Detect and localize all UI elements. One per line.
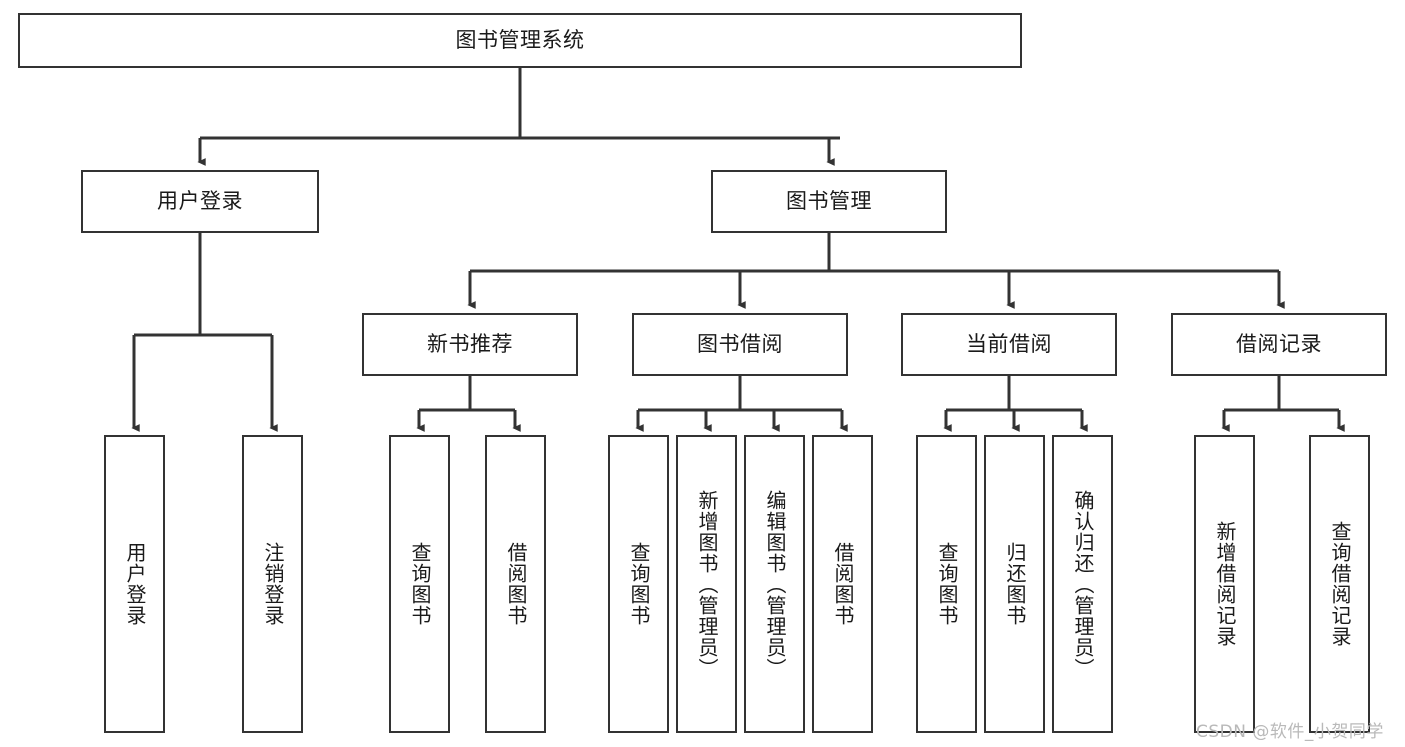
watermark-text: CSDN @软件_小贺同学 xyxy=(1196,722,1384,742)
node-label: 图书管理 xyxy=(786,188,872,213)
node-label: 当前借阅 xyxy=(966,331,1052,356)
node-label: 归还图书 xyxy=(1003,542,1027,626)
node-new-book-recommend[interactable]: 新书推荐 xyxy=(362,313,578,376)
leaf-add-borrow-record[interactable]: 新增借阅记录 xyxy=(1194,435,1255,733)
leaf-borrow-book[interactable]: 借阅图书 xyxy=(812,435,873,733)
node-current-borrow[interactable]: 当前借阅 xyxy=(901,313,1117,376)
node-label: 借阅记录 xyxy=(1236,331,1322,356)
node-label: 借阅图书 xyxy=(831,542,855,626)
node-label: 确认归还（管理员） xyxy=(1071,489,1095,679)
node-label: 查询借阅记录 xyxy=(1328,521,1352,647)
node-label: 新增借阅记录 xyxy=(1213,521,1237,647)
node-label: 借阅图书 xyxy=(504,542,528,626)
leaf-edit-book-admin[interactable]: 编辑图书（管理员） xyxy=(744,435,805,733)
leaf-confirm-return-admin[interactable]: 确认归还（管理员） xyxy=(1052,435,1113,733)
leaf-add-book-admin[interactable]: 新增图书（管理员） xyxy=(676,435,737,733)
leaf-query-book-borrow[interactable]: 查询图书 xyxy=(608,435,669,733)
leaf-query-borrow-record[interactable]: 查询借阅记录 xyxy=(1309,435,1370,733)
leaf-user-login[interactable]: 用户登录 xyxy=(104,435,165,733)
node-label: 图书管理系统 xyxy=(455,27,585,52)
node-label: 新增图书（管理员） xyxy=(695,489,719,679)
node-label: 注销登录 xyxy=(261,542,285,626)
leaf-logout[interactable]: 注销登录 xyxy=(242,435,303,733)
leaf-return-book[interactable]: 归还图书 xyxy=(984,435,1045,733)
node-label: 图书借阅 xyxy=(697,331,783,356)
leaf-query-book-current[interactable]: 查询图书 xyxy=(916,435,977,733)
node-label: 查询图书 xyxy=(627,542,651,626)
node-book-borrow[interactable]: 图书借阅 xyxy=(632,313,848,376)
node-label: 用户登录 xyxy=(157,188,243,213)
node-borrow-record[interactable]: 借阅记录 xyxy=(1171,313,1387,376)
node-user-login[interactable]: 用户登录 xyxy=(81,170,319,233)
leaf-borrow-book-recommend[interactable]: 借阅图书 xyxy=(485,435,546,733)
leaf-query-book-recommend[interactable]: 查询图书 xyxy=(389,435,450,733)
node-root-book-management-system[interactable]: 图书管理系统 xyxy=(18,13,1022,68)
node-book-management[interactable]: 图书管理 xyxy=(711,170,947,233)
node-label: 查询图书 xyxy=(408,542,432,626)
node-label: 新书推荐 xyxy=(427,331,513,356)
node-label: 编辑图书（管理员） xyxy=(763,489,787,679)
node-label: 用户登录 xyxy=(123,542,147,626)
node-label: 查询图书 xyxy=(935,542,959,626)
